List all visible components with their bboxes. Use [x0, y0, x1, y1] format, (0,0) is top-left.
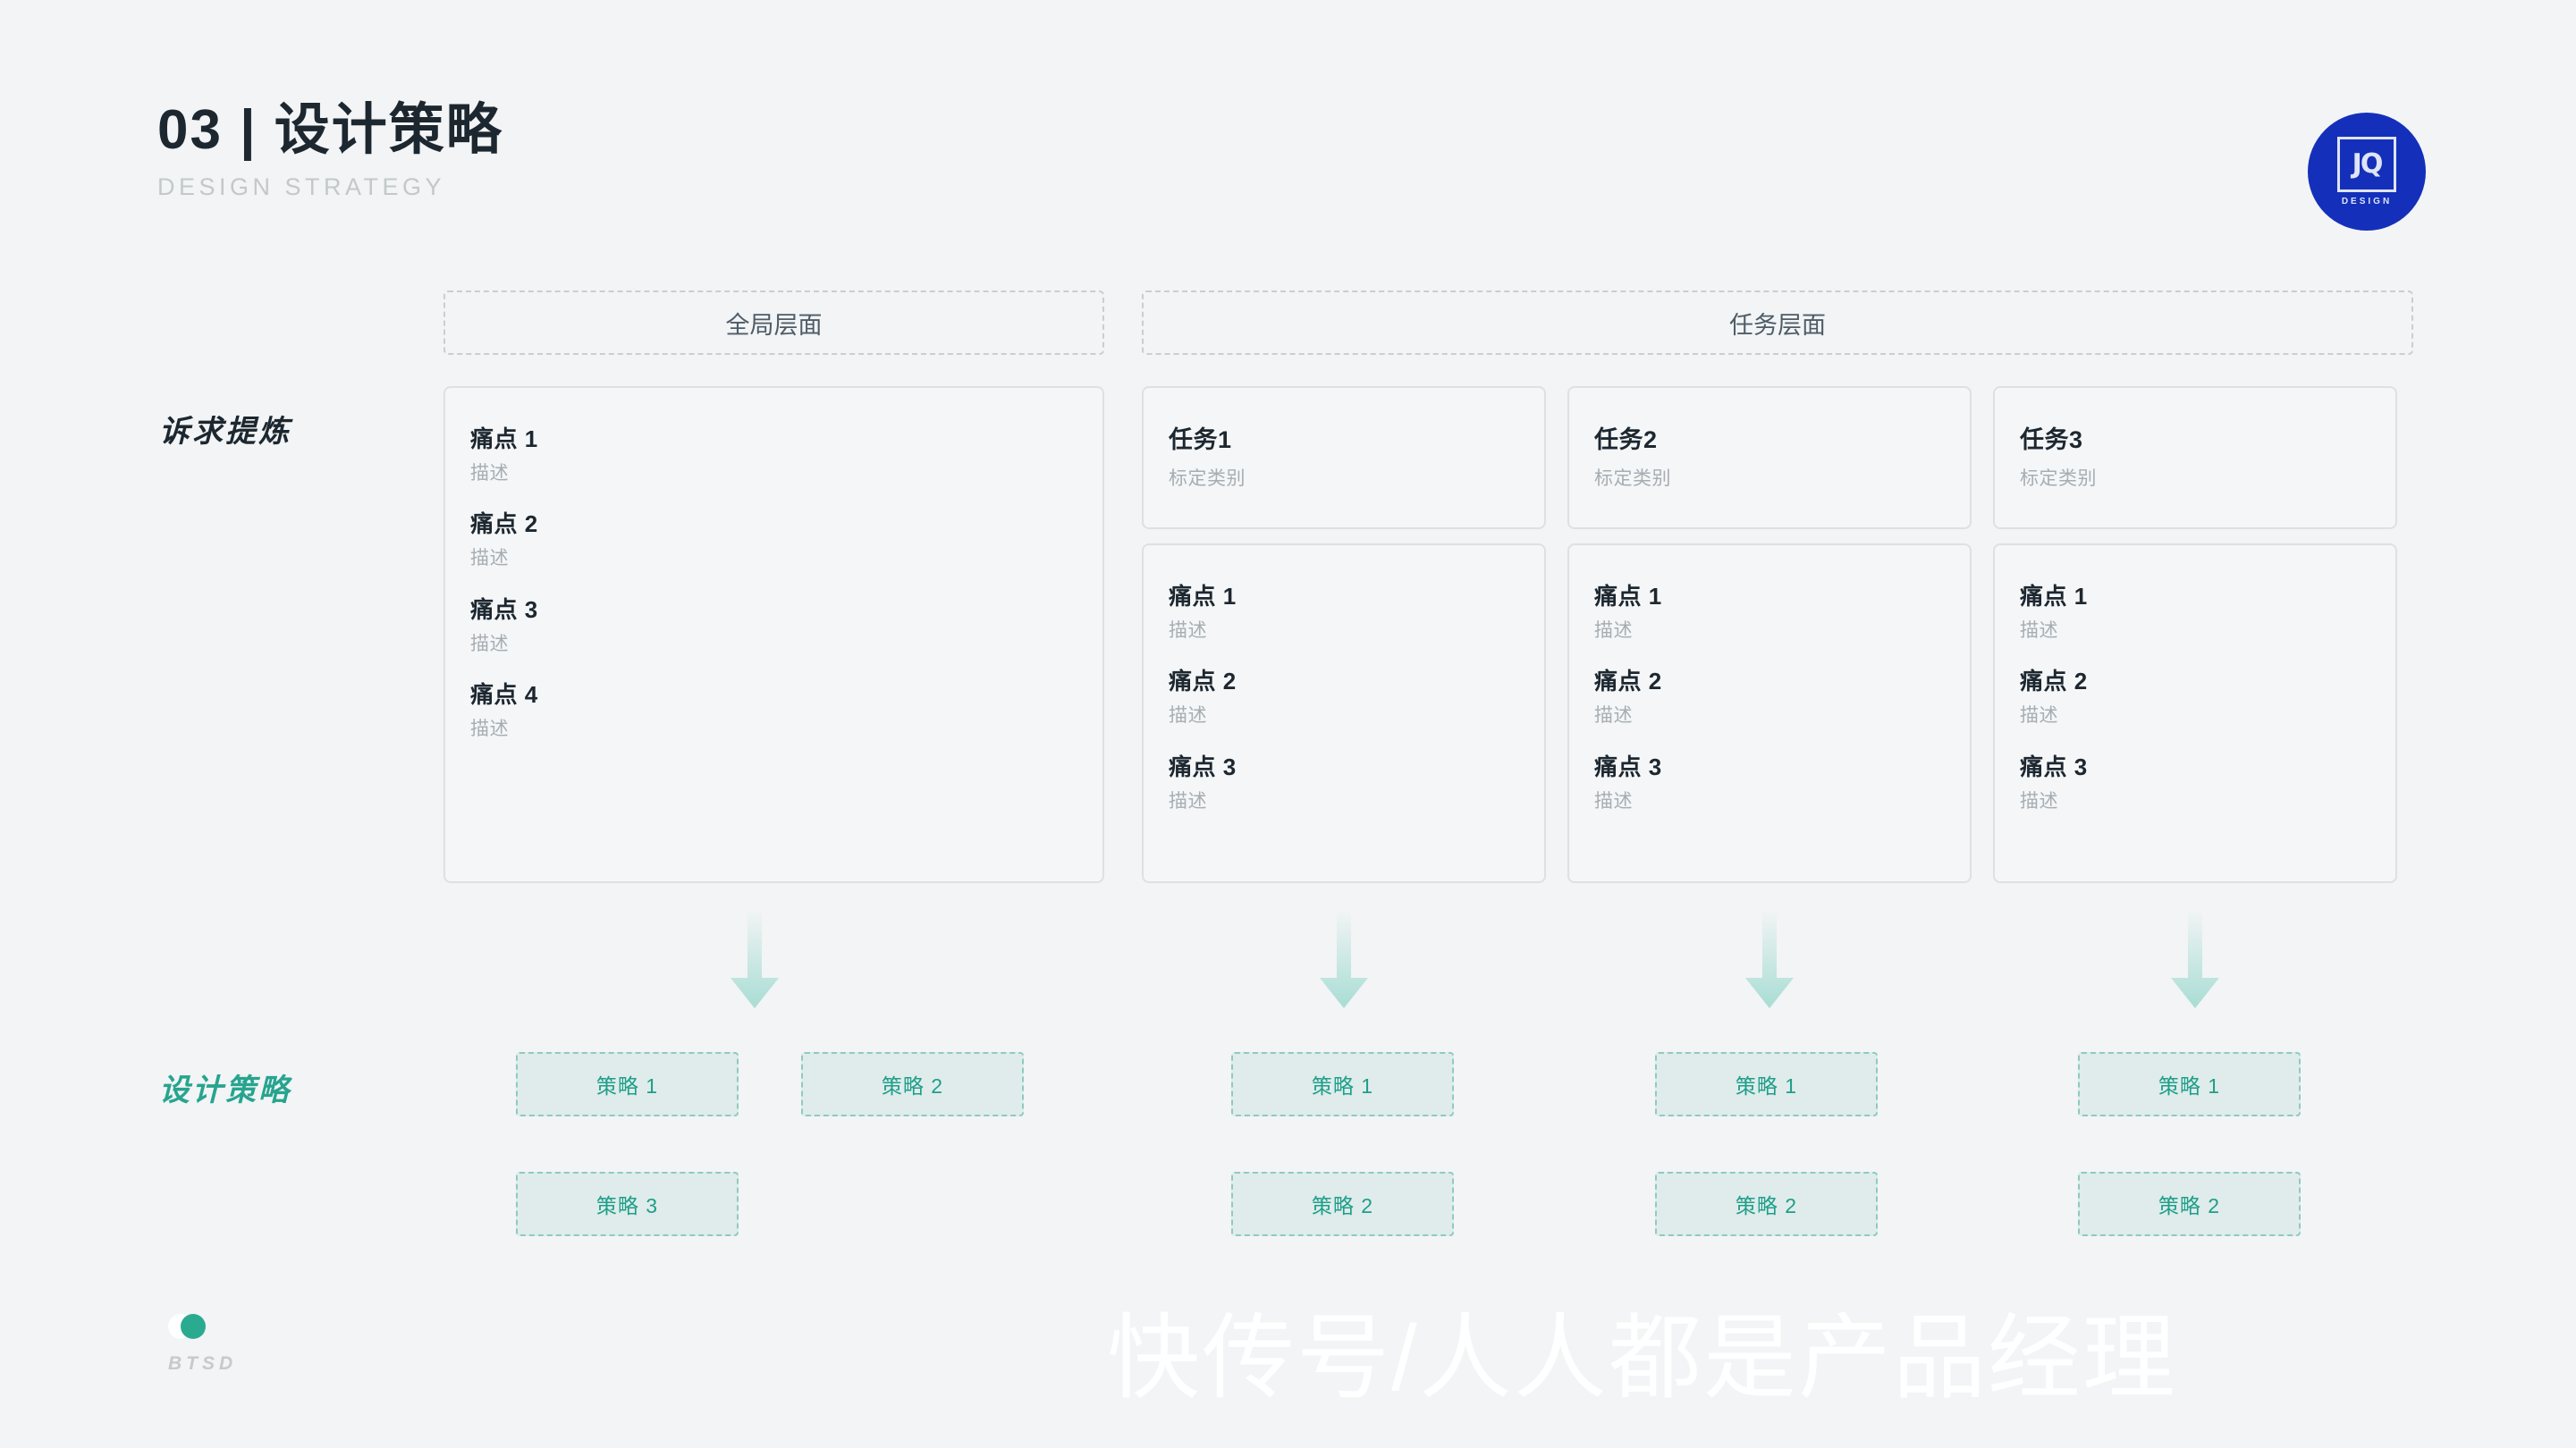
row-label-strategy: 设计策略: [159, 1073, 291, 1107]
painpoint-title: 痛点 4: [470, 681, 538, 709]
strategy-chip[interactable]: 策略 2: [801, 1052, 1024, 1116]
strategy-chip[interactable]: 策略 1: [2078, 1052, 2301, 1116]
task-painpoint-card-3: 痛点 1 描述 痛点 2 描述 痛点 3 描述: [1993, 543, 2397, 883]
global-painpoint-card: 痛点 1 描述 痛点 2 描述 痛点 3 描述 痛点 4 描述: [443, 386, 1104, 883]
painpoint-desc: 描述: [1594, 620, 1633, 642]
task-header-card-3: 任务3 标定类别: [1993, 386, 2397, 529]
list-item: 痛点 1 描述: [470, 424, 1102, 485]
list-item: 痛点 3 描述: [470, 594, 1102, 656]
painpoint-desc: 描述: [1594, 705, 1633, 727]
painpoint-title: 痛点 3: [1169, 753, 1237, 780]
footer-dots-icon: [168, 1314, 213, 1339]
list-item: 痛点 3 描述: [1594, 752, 1970, 813]
painpoint-desc: 描述: [2020, 620, 2058, 642]
list-item: 痛点 1 描述: [1169, 581, 1544, 643]
global-painpoint-list: 痛点 1 描述 痛点 2 描述 痛点 3 描述 痛点 4 描述: [445, 388, 1102, 742]
down-arrow-icon: [1745, 910, 1794, 1008]
footer-dot-teal: [181, 1314, 206, 1339]
task-title: 任务2: [1594, 426, 1658, 453]
painpoint-desc: 描述: [470, 463, 509, 484]
banner-global-level: 全局层面: [443, 290, 1104, 355]
brand-logo: JQ DESIGN: [2308, 113, 2426, 231]
painpoint-desc: 描述: [1169, 790, 1207, 812]
list-item: 痛点 3 描述: [2020, 752, 2395, 813]
painpoint-desc: 描述: [2020, 705, 2058, 727]
painpoint-title: 痛点 1: [1169, 583, 1237, 610]
strategy-chip[interactable]: 策略 2: [1655, 1172, 1878, 1236]
task-painpoint-card-1: 痛点 1 描述 痛点 2 描述 痛点 3 描述: [1142, 543, 1546, 883]
page-subtitle: DESIGN STRATEGY: [157, 173, 446, 201]
painpoint-title: 痛点 2: [470, 510, 538, 538]
page-header: 03 | 设计策略 DESIGN STRATEGY: [157, 99, 503, 201]
list-item: 痛点 1 描述: [1594, 581, 1970, 643]
logo-wordmark: DESIGN: [2341, 197, 2393, 206]
banner-task-level: 任务层面: [1142, 290, 2413, 355]
painpoint-title: 痛点 1: [2020, 583, 2088, 610]
logo-monogram: JQ: [2337, 137, 2396, 192]
painpoint-title: 痛点 1: [470, 425, 538, 452]
watermark: 快传号/人人都是产品经理: [1107, 1307, 2177, 1410]
list-item: 痛点 3 描述: [1169, 752, 1544, 813]
painpoint-desc: 描述: [1594, 790, 1633, 812]
painpoint-title: 痛点 2: [2020, 668, 2088, 695]
strategy-chip[interactable]: 策略 3: [516, 1172, 739, 1236]
task-subtitle: 标定类别: [2020, 468, 2097, 489]
list-item: 痛点 2 描述: [470, 509, 1102, 570]
task-title: 任务3: [2020, 426, 2083, 453]
painpoint-title: 痛点 1: [1594, 583, 1662, 610]
down-arrow-icon: [1320, 910, 1368, 1008]
footer-wordmark: BTSD: [168, 1353, 238, 1374]
list-item: 痛点 2 描述: [2020, 666, 2395, 728]
painpoint-title: 痛点 3: [2020, 753, 2088, 780]
painpoint-desc: 描述: [1169, 705, 1207, 727]
painpoint-title: 痛点 2: [1594, 668, 1662, 695]
row-label-needs: 诉求提炼: [159, 415, 291, 449]
painpoint-desc: 描述: [470, 633, 509, 654]
down-arrow-icon: [731, 910, 779, 1008]
footer-brand: BTSD: [168, 1314, 237, 1375]
list-item: 痛点 1 描述: [2020, 581, 2395, 643]
task-title: 任务1: [1169, 426, 1232, 453]
task-painpoint-card-2: 痛点 1 描述 痛点 2 描述 痛点 3 描述: [1567, 543, 1972, 883]
list-item: 痛点 4 描述: [470, 679, 1102, 741]
task-header-card-1: 任务1 标定类别: [1142, 386, 1546, 529]
strategy-chip[interactable]: 策略 1: [1231, 1052, 1454, 1116]
task-subtitle: 标定类别: [1594, 468, 1671, 489]
painpoint-desc: 描述: [470, 719, 509, 740]
down-arrow-icon: [2171, 910, 2219, 1008]
painpoint-desc: 描述: [470, 548, 509, 569]
painpoint-title: 痛点 2: [1169, 668, 1237, 695]
painpoint-desc: 描述: [2020, 790, 2058, 812]
strategy-chip[interactable]: 策略 1: [516, 1052, 739, 1116]
painpoint-desc: 描述: [1169, 620, 1207, 642]
list-item: 痛点 2 描述: [1169, 666, 1544, 728]
strategy-chip[interactable]: 策略 2: [1231, 1172, 1454, 1236]
task-subtitle: 标定类别: [1169, 468, 1246, 489]
strategy-chip[interactable]: 策略 1: [1655, 1052, 1878, 1116]
strategy-chip[interactable]: 策略 2: [2078, 1172, 2301, 1236]
page-title: 03 | 设计策略: [157, 99, 503, 161]
painpoint-title: 痛点 3: [1594, 753, 1662, 780]
list-item: 痛点 2 描述: [1594, 666, 1970, 728]
painpoint-title: 痛点 3: [470, 595, 538, 623]
task-header-card-2: 任务2 标定类别: [1567, 386, 1972, 529]
